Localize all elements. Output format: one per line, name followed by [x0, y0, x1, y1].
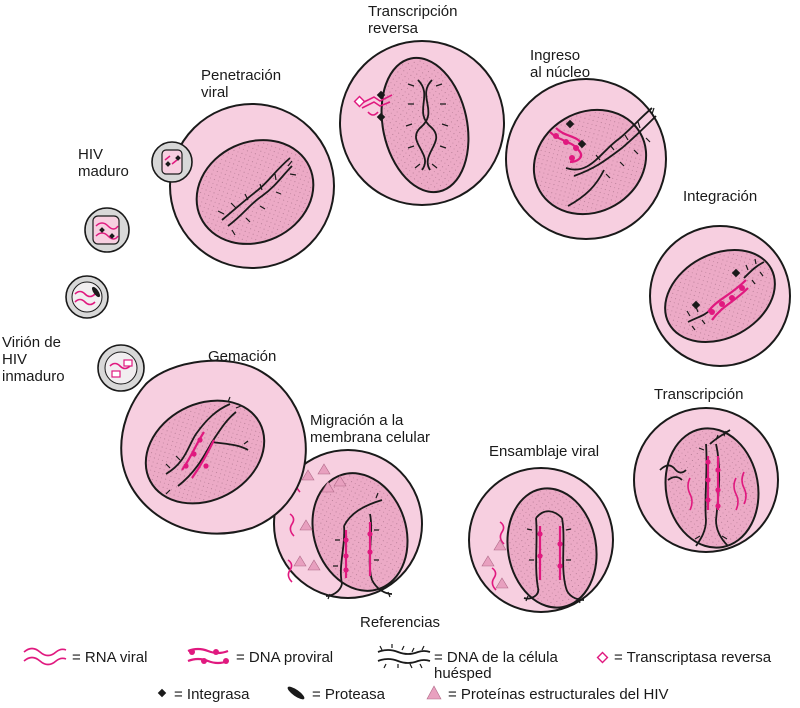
cell-ensamblaje — [468, 467, 614, 613]
legend-host-dna-symbol — [377, 644, 431, 669]
label-ingreso-nucleo: Ingreso al núcleo — [530, 47, 591, 81]
entering-virion — [151, 141, 193, 183]
cell-ingreso-nucleo — [505, 78, 667, 240]
legend-transcriptase-symbol — [596, 651, 609, 664]
legend-host-dna-label: = DNA de la célula huésped — [434, 649, 558, 682]
legend-protease-symbol — [287, 686, 305, 700]
legend-rna-symbol — [23, 647, 67, 666]
label-gemacion: Gemación — [208, 348, 277, 365]
proviral-dna-integracion — [707, 279, 749, 321]
legend-integrase-symbol — [157, 688, 167, 698]
host-dna — [217, 157, 297, 236]
mature-virion — [84, 207, 130, 253]
legend-transcriptase-label: = Transcriptasa reversa — [614, 649, 772, 666]
proviral-dna-gemacion — [181, 431, 215, 479]
cell-migracion — [273, 449, 423, 600]
immature-virion — [65, 275, 109, 319]
cell-penetracion — [151, 103, 335, 269]
proviral-dna-transcripcion — [705, 456, 721, 510]
label-integracion: Integración — [683, 188, 758, 205]
label-migracion: Migración a la membrana celular — [310, 412, 431, 446]
legend-rna-label: = RNA viral — [72, 649, 148, 666]
legend-proteins-symbol — [426, 685, 442, 700]
legend-protease-label: = Proteasa — [312, 686, 385, 703]
proviral-dna-migracion — [343, 522, 373, 578]
cell-gemacion — [97, 344, 307, 535]
cell-transcripcion — [633, 407, 779, 553]
budding-virion — [97, 344, 145, 392]
label-penetracion: Penetración viral — [201, 67, 282, 101]
legend-proviral-symbol — [187, 647, 229, 665]
legend-title: Referencias — [360, 614, 441, 631]
label-hiv-maduro: HIV maduro — [78, 146, 129, 180]
label-transcripcion-reversa: Transcripción reversa — [368, 3, 458, 37]
legend-proviral-label: = DNA proviral — [236, 649, 334, 666]
label-virion-inmaduro: Virión de HIV inmaduro — [2, 334, 65, 385]
legend-integrase-label: = Integrasa — [174, 686, 250, 703]
cell-integracion — [649, 225, 791, 367]
proviral-dna-ensamblaje — [537, 526, 563, 580]
label-ensamblaje: Ensamblaje viral — [489, 443, 600, 460]
legend-proteins-label: = Proteínas estructurales del HIV — [448, 686, 669, 703]
label-transcripcion: Transcripción — [654, 386, 744, 403]
cell-transcripcion-reversa — [339, 40, 505, 206]
